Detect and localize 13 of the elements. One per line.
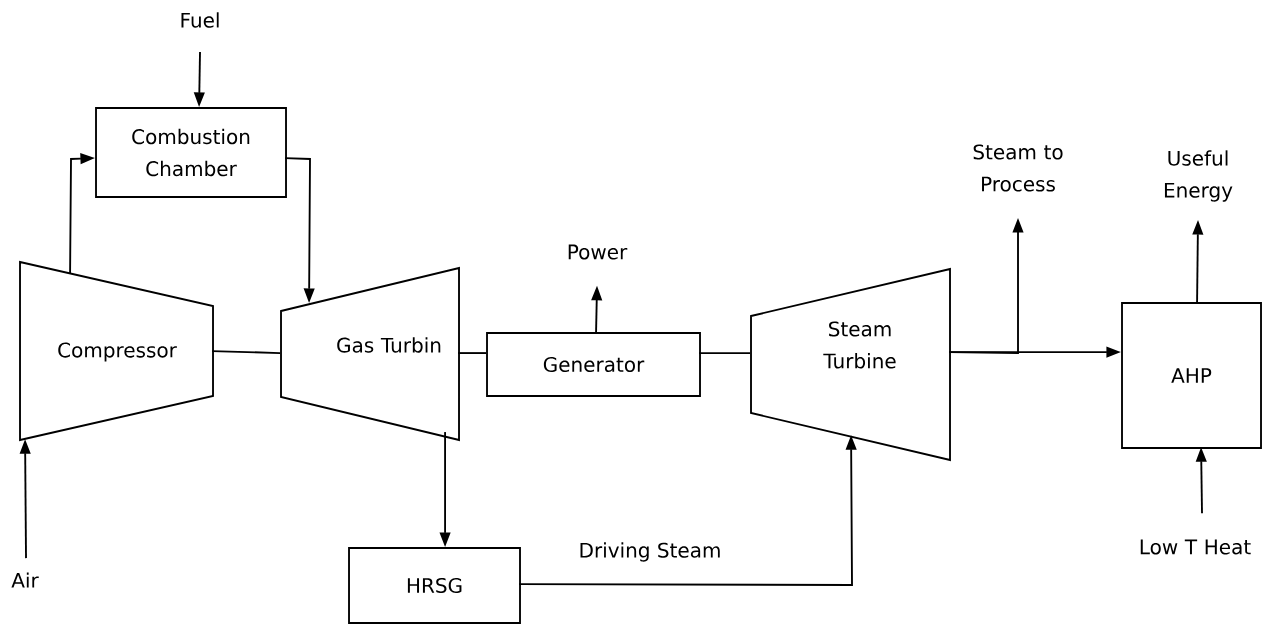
stream-label: Power bbox=[568, 244, 628, 260]
stream-label: Steam to Process bbox=[973, 144, 1063, 192]
edge-label: Driving Steam bbox=[577, 541, 723, 563]
turbine-trapezoid: Steam Turbine bbox=[750, 267, 951, 462]
stream-label: Low T Heat bbox=[1140, 539, 1251, 555]
process-box: Generator bbox=[486, 332, 701, 397]
stream-label: Fuel bbox=[181, 12, 219, 28]
process-box: AHP bbox=[1121, 302, 1262, 449]
process-box: HRSG bbox=[348, 547, 521, 624]
turbine-trapezoid: Gas Turbin bbox=[280, 266, 460, 442]
stream-label: Useful Energy bbox=[1164, 150, 1233, 202]
stream-label: Air bbox=[11, 572, 39, 588]
process-box: Combustion Chamber bbox=[95, 107, 287, 198]
